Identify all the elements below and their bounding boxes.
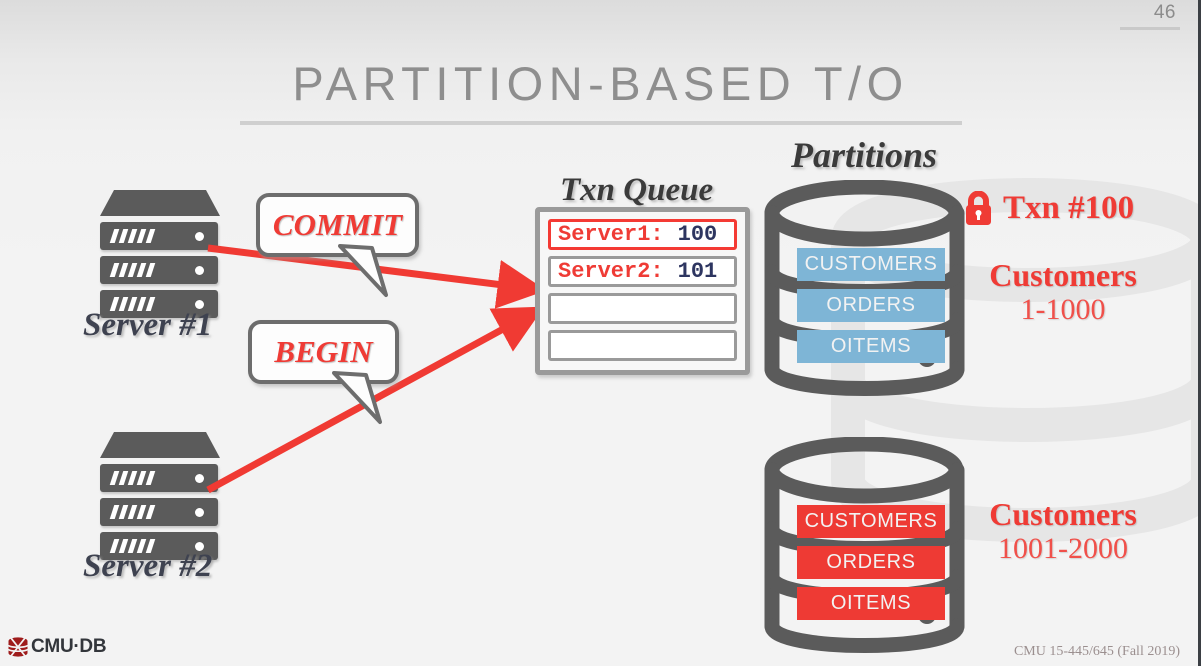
range-value: 1001-2000 [998,532,1128,566]
server-led-icon [195,266,204,275]
partition-lower-range: Customers 1001-2000 [958,496,1168,567]
txn-lock-label: Txn #100 [1003,190,1135,226]
server-led-icon [195,542,204,551]
database-cylinder-icon [7,637,29,657]
range-title: Customers [989,257,1137,293]
server-rack-unit [100,290,218,318]
table-label-customers: CUSTOMERS [797,248,945,281]
table-label-orders: ORDERS [797,546,945,579]
table-label-oitems: OITEMS [797,587,945,620]
server-1-icon-group [100,190,220,318]
server-rack-unit [100,532,218,560]
queue-slot-4[interactable] [548,330,737,361]
page-title: PARTITION-BASED T/O [292,57,909,110]
server-1-label: Server #1 [83,307,213,343]
page-number: 46 [1153,2,1176,23]
server-rack-unit [100,256,218,284]
cmu-db-logo-text: CMU·DB [31,636,107,657]
partitions-heading: Partitions [791,135,938,175]
server-rack-unit [100,464,218,492]
server-led-icon [195,474,204,483]
server-vent-bars-icon [109,471,156,485]
txn-lock-row: Txn #100 [963,190,1134,227]
txn-queue-panel[interactable]: Server1: 100 Server2: 101 [535,207,750,375]
title-divider [240,121,962,125]
server-led-icon [195,232,204,241]
lock-icon [966,190,991,225]
txn-queue-heading: Txn Queue [560,172,714,208]
partition-upper: CUSTOMERS ORDERS OITEMS [757,180,972,402]
queue-slot-3[interactable] [548,293,737,324]
partition-upper-range: Customers 1-1000 [958,257,1168,328]
server-led-icon [195,300,204,309]
table-label-customers: CUSTOMERS [797,505,945,538]
begin-bubble: BEGIN [248,320,399,384]
server-vent-bars-icon [109,263,156,277]
begin-bubble-label: BEGIN [274,334,373,369]
table-label-orders: ORDERS [797,289,945,322]
table-label-oitems: OITEMS [797,330,945,363]
server-led-icon [195,508,204,517]
partition-lower: CUSTOMERS ORDERS OITEMS [757,437,972,659]
queue-slot-1-server: Server1: [558,222,664,247]
range-value: 1-1000 [1020,293,1106,327]
server-rack-unit [100,222,218,250]
range-title: Customers [989,496,1137,532]
queue-slot-2-server: Server2: [558,259,664,284]
queue-slot-2[interactable]: Server2: 101 [548,256,737,287]
server-2-label: Server #2 [83,548,213,584]
server-chassis-top-icon [100,432,220,458]
page-number-rule [1120,27,1180,30]
course-footer: CMU 15-445/645 (Fall 2019) [1013,644,1180,659]
commit-bubble: COMMIT [256,193,419,257]
commit-bubble-label: COMMIT [272,207,403,242]
queue-slot-1[interactable]: Server1: 100 [548,219,737,250]
server-2-icon-group [100,432,220,560]
server-chassis-top-icon [100,190,220,216]
queue-slot-2-txn: 101 [677,259,718,284]
server-vent-bars-icon [109,229,156,243]
queue-slot-1-txn: 100 [677,222,718,247]
server-vent-bars-icon [109,505,156,519]
server-rack-unit [100,498,218,526]
cmu-db-logo[interactable]: CMU·DB [7,636,107,658]
